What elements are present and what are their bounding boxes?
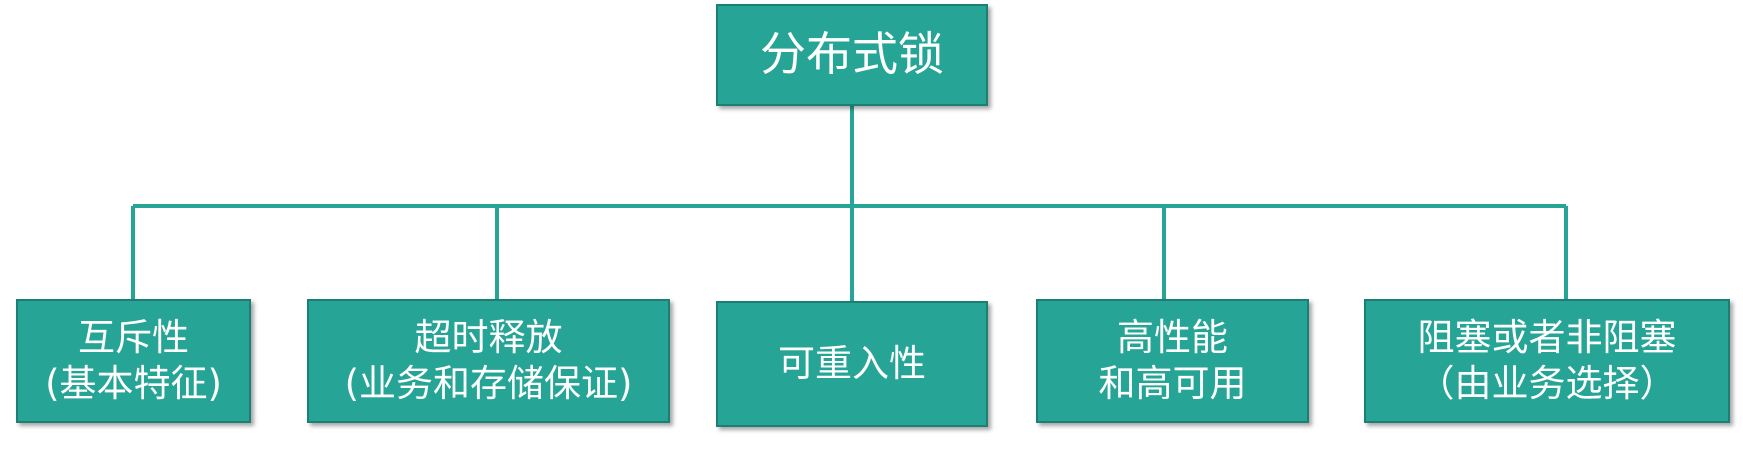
node-label-line2: （由业务选择）	[1417, 362, 1677, 405]
node-blocking-or-nonblocking: 阻塞或者非阻塞 （由业务选择）	[1364, 299, 1730, 423]
node-mutual-exclusion: 互斥性 (基本特征)	[16, 299, 251, 423]
node-label-line1: 互斥性	[78, 315, 189, 359]
root-node-label: 分布式锁	[760, 27, 944, 82]
node-reentrancy: 可重入性	[716, 301, 988, 427]
node-label-line2: 和高可用	[1098, 362, 1247, 405]
node-label-line1: 阻塞或者非阻塞	[1417, 315, 1677, 359]
root-node-distributed-lock: 分布式锁	[716, 4, 988, 106]
node-timeout-release: 超时释放 (业务和存储保证)	[307, 299, 670, 423]
node-label-line2: (业务和存储保证)	[344, 362, 633, 405]
node-label-line1: 高性能	[1117, 315, 1228, 359]
node-high-performance: 高性能 和高可用	[1036, 299, 1309, 423]
node-label-line1: 超时释放	[414, 315, 563, 359]
node-label-line1: 可重入性	[778, 341, 926, 385]
node-label-line2: (基本特征)	[45, 362, 222, 405]
